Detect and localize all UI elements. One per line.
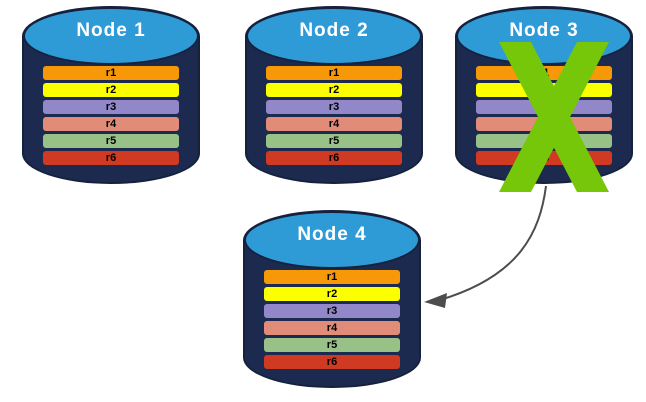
record-r3[interactable]: r3: [266, 100, 402, 114]
record-r2[interactable]: r2: [476, 83, 612, 97]
node-3-record-list: r1 r2 r3 r4 r5 r6: [476, 66, 612, 165]
record-r2[interactable]: r2: [43, 83, 179, 97]
record-r6[interactable]: r6: [43, 151, 179, 165]
record-r5[interactable]: r5: [476, 134, 612, 148]
record-r1[interactable]: r1: [476, 66, 612, 80]
record-r5[interactable]: r5: [266, 134, 402, 148]
record-r1[interactable]: r1: [43, 66, 179, 80]
record-r3[interactable]: r3: [264, 304, 400, 318]
record-r6[interactable]: r6: [264, 355, 400, 369]
node-4-cylinder-top: [244, 211, 420, 269]
node-2-record-list: r1 r2 r3 r4 r5 r6: [266, 66, 402, 165]
record-r2[interactable]: r2: [264, 287, 400, 301]
record-r3[interactable]: r3: [43, 100, 179, 114]
node-2-cylinder-top: [246, 7, 422, 65]
node-2[interactable]: Node 2 r1 r2 r3 r4 r5 r6: [245, 6, 423, 184]
node-3[interactable]: Node 3 r1 r2 r3 r4 r5 r6: [455, 6, 633, 192]
record-r1[interactable]: r1: [264, 270, 400, 284]
node-1-record-list: r1 r2 r3 r4 r5 r6: [43, 66, 179, 165]
node-1[interactable]: Node 1 r1 r2 r3 r4 r5 r6: [22, 6, 200, 184]
record-r4[interactable]: r4: [264, 321, 400, 335]
record-r4[interactable]: r4: [43, 117, 179, 131]
record-r6[interactable]: r6: [266, 151, 402, 165]
record-r4[interactable]: r4: [476, 117, 612, 131]
record-r5[interactable]: r5: [43, 134, 179, 148]
node-4-record-list: r1 r2 r3 r4 r5 r6: [264, 270, 400, 369]
record-r2[interactable]: r2: [266, 83, 402, 97]
record-r3[interactable]: r3: [476, 100, 612, 114]
node-3-cylinder-top: [456, 7, 632, 65]
record-r1[interactable]: r1: [266, 66, 402, 80]
record-r4[interactable]: r4: [266, 117, 402, 131]
node-4[interactable]: Node 4 r1 r2 r3 r4 r5 r6: [243, 210, 421, 388]
node-1-cylinder-top: [23, 7, 199, 65]
record-r5[interactable]: r5: [264, 338, 400, 352]
record-r6[interactable]: r6: [476, 151, 612, 165]
